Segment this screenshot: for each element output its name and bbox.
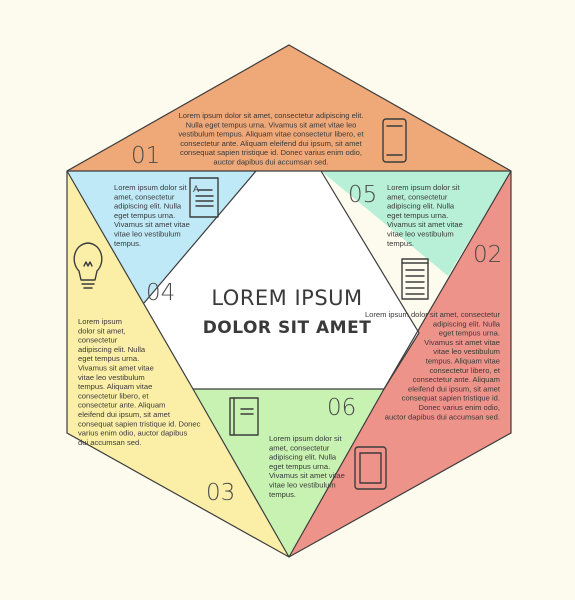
text-line: consequat sapien tristique id. Donec var… [180,148,362,157]
section-02-text: Lorem ipsum dolor sit amet, consectetura… [365,310,501,421]
tablet-icon [354,446,387,490]
section-06-number: 06 [327,395,356,421]
lightbulb-icon [73,242,103,289]
text-line: dui accumsan sed. [78,438,141,447]
section-05-region [321,171,511,276]
text-line: tempus. [114,239,141,248]
center-hexagon [144,171,419,389]
section-01-number: 01 [131,143,160,169]
text-line: eget tempus urna. [439,329,500,338]
text-line: eget tempus urna. [78,354,139,363]
text-line: amet, consectetur [269,443,330,452]
text-line: eget tempus urna. [114,211,175,220]
text-line: Donec varius enim odio, [419,403,500,412]
text-line: Vivamus sit amet vitae [269,471,345,480]
text-line: adipiscing elit. Nulla [78,345,146,354]
text-line: vitae leo vestibulum [433,347,500,356]
text-line: consectetur libero, et [78,391,149,400]
center-subtitle: DOLOR SIT AMET [203,318,372,338]
book-icon [229,397,259,436]
text-line: auctor dapibus dui accumsan sed. [385,412,500,421]
text-line: consectetur libero, et [430,366,501,375]
section-03-number: 03 [206,480,235,506]
text-line: amet, consectetur [114,192,175,201]
svg-text:A: A [193,184,199,194]
text-line: Lorem ipsum dolor sit amet, consectetur … [179,111,364,120]
outline-lines [66,44,512,558]
section-05-number: 05 [348,182,377,208]
text-line: consectetur [78,336,118,345]
text-line: Lorem ipsum dolor sit [269,434,342,443]
section-06-region [193,389,384,557]
text-line: eleifend dui ipsum, sit amet [78,410,171,419]
smartphone-icon [382,118,407,163]
text-line: adipiscing elit. Nulla [114,202,182,211]
text-line: eget tempus urna. [269,462,330,471]
text-line: amet, consectetur [387,192,448,201]
text-line: Lorem ipsum dolor sit amet, consectetur [365,310,501,319]
text-line: adipiscing elit. Nulla [387,202,455,211]
text-line: consequat sapien tristique id. Donec [78,419,201,428]
text-line: Lorem ipsum dolor sit [387,183,460,192]
text-line: Lorem ipsum dolor sit [114,183,187,192]
text-line: consequat sapien tristique id. [402,394,500,403]
text-line: varius enim odio, auctor dapibus [78,429,188,438]
text-line: vitae leo vestibulum [78,373,145,382]
section-01-text: Lorem ipsum dolor sit amet, consectetur … [178,111,364,167]
notepad-icon [401,258,429,300]
text-line: auctor dapibus dui accumsan sed. [213,158,328,167]
text-line: adipiscing elit. Nulla [433,319,501,328]
text-line: eleifend dui ipsum, sit amet [408,384,501,393]
section-02-number: 02 [473,242,502,268]
text-line: vestibulum tempus. Aliquam vitae consect… [178,130,364,139]
text-line: Vivamus sit amet vitae [78,364,154,373]
text-line: consectetur ante. Aliquam [413,375,500,384]
text-line: adipiscing elit. Nulla [269,453,337,462]
document-icon: A [189,177,219,218]
text-line: tempus. [387,239,414,248]
text-line: eget tempus urna. [387,211,448,220]
text-line: tempus. [269,490,296,499]
text-line: tempus. Aliquam vitae [426,357,500,366]
text-line: vitae leo vestibulum [269,481,336,490]
text-line: vitae leo vestibulum [387,230,454,239]
text-line: Lorem ipsum [78,317,122,326]
center-title: LOREM IPSUM [211,286,362,310]
section-04-number: 04 [146,280,175,306]
text-line: dolor sit amet, [78,326,126,335]
text-line: tempus. Aliquam vitae [78,382,152,391]
text-line: Vivamus sit amet vitae [114,220,190,229]
text-line: consectetur ante. Aliquam [78,401,165,410]
section-blue-region [67,171,256,303]
text-line: Vivamus sit amet vitae [424,338,500,347]
text-line: consectetur ante. Aliquam eleifend dui i… [180,139,362,148]
text-line: Nulla eget tempus urna. Vivamus sit amet… [186,120,357,129]
text-line: Vivamus sit amet vitae [387,220,463,229]
text-line: vitae leo vestibulum [114,230,181,239]
section-01-region [67,45,511,171]
